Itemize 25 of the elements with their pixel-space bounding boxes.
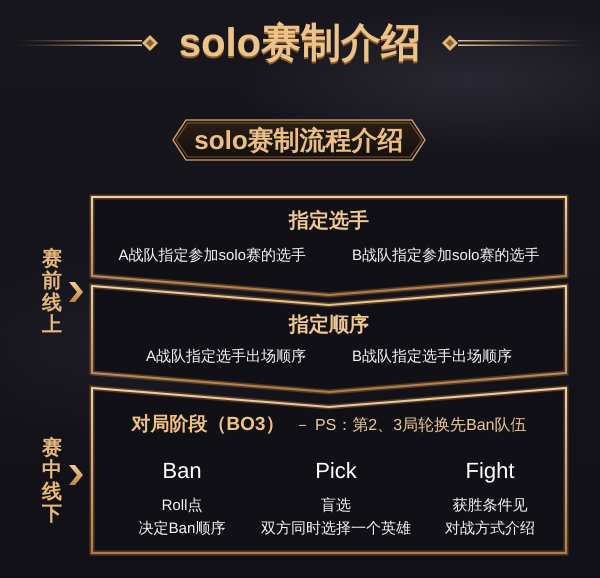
stage-description: 获胜条件见 bbox=[452, 496, 528, 516]
stage-description: 对战方式介绍 bbox=[445, 519, 535, 539]
step-description: A战队指定选手出场顺序 bbox=[146, 347, 306, 367]
page-title: solo赛制介绍 bbox=[178, 20, 422, 67]
stage-description: Roll点 bbox=[162, 496, 202, 516]
phase-note: － PS：第2、3局轮换先Ban队伍 bbox=[294, 416, 527, 436]
stage-title: Fight bbox=[466, 458, 514, 484]
chevron-process-box bbox=[91, 196, 567, 296]
vertical-phase-label: 赛前线上 bbox=[42, 248, 62, 336]
phase-heading: 对局阶段（BO3） bbox=[131, 413, 284, 437]
stage-description: 决定Ban顺序 bbox=[138, 519, 226, 539]
stage-description: 双方同时选择一个英雄 bbox=[261, 519, 411, 539]
hexagon-banner bbox=[172, 119, 426, 161]
section-heading: solo赛制流程介绍 bbox=[194, 124, 404, 156]
stage-title: Ban bbox=[162, 458, 202, 484]
chevron-process-box bbox=[91, 285, 567, 393]
step-description: B战队指定选手出场顺序 bbox=[352, 347, 512, 367]
vertical-phase-label: 赛中线下 bbox=[42, 437, 62, 525]
stage-description: 盲选 bbox=[321, 496, 351, 516]
step-description: A战队指定参加solo赛的选手 bbox=[118, 246, 306, 266]
step-description: B战队指定参加solo赛的选手 bbox=[352, 246, 540, 266]
chevron-process-box bbox=[91, 387, 567, 554]
step-heading: 指定选手 bbox=[289, 209, 369, 233]
stage-title: Pick bbox=[315, 458, 357, 484]
step-heading: 指定顺序 bbox=[289, 313, 369, 337]
